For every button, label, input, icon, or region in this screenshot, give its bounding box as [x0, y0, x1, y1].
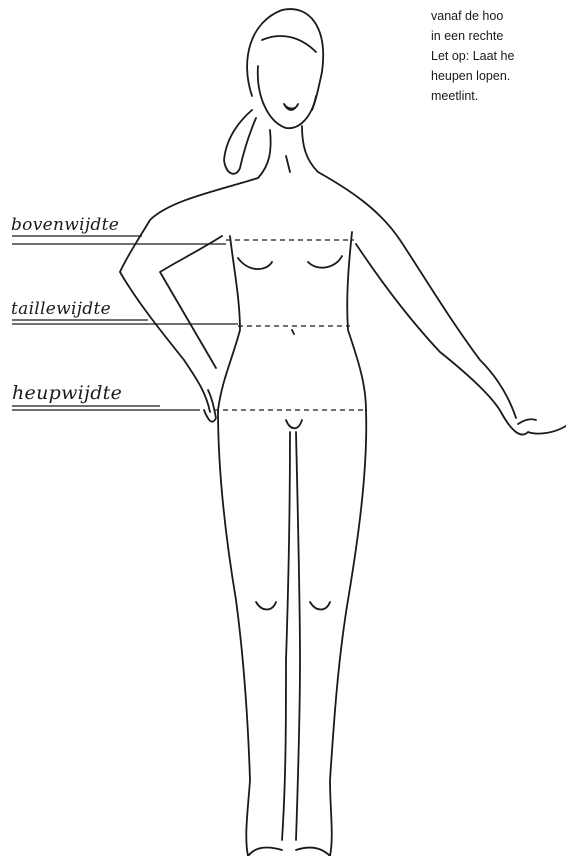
bust-right [308, 256, 342, 268]
left-leg-inner [282, 432, 290, 840]
left-arm-outer [120, 272, 210, 412]
ponytail [224, 110, 256, 174]
left-leg-outer [218, 410, 250, 856]
instruction-line: in een rechte [431, 26, 566, 46]
mouth [284, 104, 298, 110]
hair-fringe [262, 36, 316, 52]
left-knee [256, 602, 276, 610]
neck-left [258, 130, 271, 178]
left-foot [248, 848, 282, 856]
face-outline [258, 66, 316, 128]
instruction-line: Let op: Laat he [431, 46, 566, 66]
bust-measurement-label: bovenwijdte [11, 215, 119, 235]
hip-measurement-label: heupwijdte [12, 382, 122, 404]
left-hand [204, 390, 216, 422]
instruction-line: heupen lopen. [431, 66, 566, 86]
instruction-text: vanaf de hoo in een rechte Let op: Laat … [431, 6, 566, 106]
left-arm-inner [160, 236, 222, 368]
torso-right [347, 232, 366, 410]
bust-left [238, 258, 272, 269]
right-arm-inner [356, 244, 502, 414]
right-foot [296, 848, 330, 856]
waist-measurement-label: taillewijdte [11, 299, 111, 319]
torso-left [218, 236, 240, 410]
right-leg-outer [330, 410, 366, 856]
right-hand [502, 414, 566, 435]
right-knee [310, 602, 330, 610]
collarbone [286, 156, 290, 172]
right-leg-inner [296, 432, 300, 840]
hair-outline [247, 9, 323, 110]
instruction-line: meetlint. [431, 86, 566, 106]
crotch [286, 420, 302, 428]
instruction-line: vanaf de hoo [431, 6, 566, 26]
navel [292, 330, 294, 334]
neck-right [302, 126, 318, 172]
